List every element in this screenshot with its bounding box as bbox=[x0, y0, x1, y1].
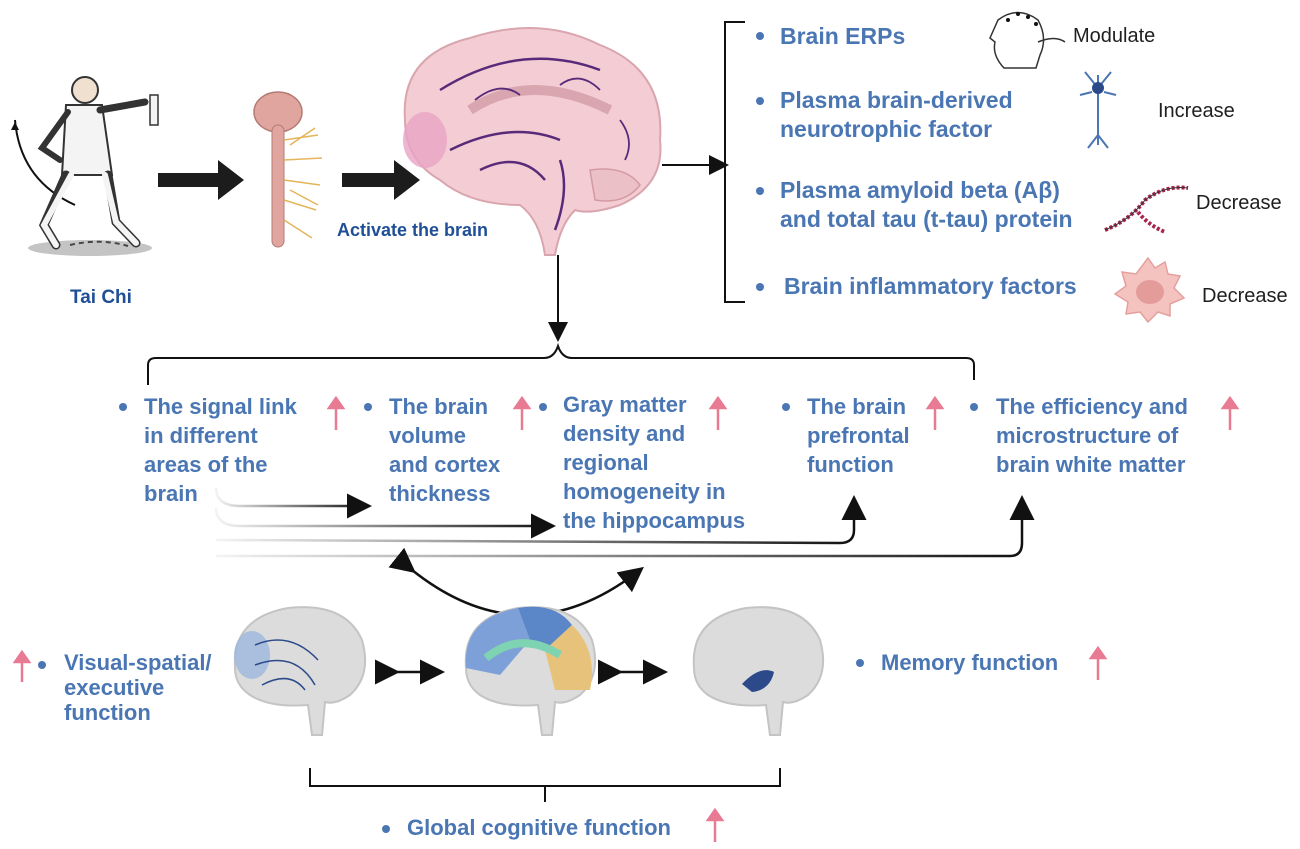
spinal-cord-icon bbox=[253, 91, 323, 248]
brain-sagittal-icon bbox=[403, 27, 662, 256]
eeg-head-icon bbox=[989, 11, 1066, 69]
effect-amyloid-tau: Plasma amyloid beta (Aβ) and total tau (… bbox=[780, 177, 1073, 232]
brain-lobes-icon bbox=[464, 606, 596, 736]
effect-label-modulate: Modulate bbox=[1073, 25, 1156, 47]
increase-arrows bbox=[12, 395, 1240, 842]
bullet bbox=[856, 659, 864, 667]
global-bracket bbox=[309, 768, 781, 802]
tai-chi-figure-icon bbox=[11, 76, 159, 256]
bullet bbox=[970, 403, 978, 411]
bullet bbox=[539, 403, 547, 411]
bullet bbox=[782, 403, 790, 411]
arrow-icon bbox=[158, 160, 244, 200]
tau-protein-icon bbox=[1104, 185, 1189, 234]
bullet bbox=[756, 97, 764, 105]
effect-label-decrease: Decrease bbox=[1202, 285, 1288, 307]
change-white-matter: The efficiency and microstructure of bra… bbox=[996, 394, 1188, 477]
effect-label-increase: Increase bbox=[1158, 100, 1235, 122]
tai-chi-label: Tai Chi bbox=[70, 287, 132, 308]
bullet bbox=[119, 403, 127, 411]
arrow-icon bbox=[342, 160, 420, 200]
inflammatory-cell-icon bbox=[1113, 256, 1186, 324]
effect-inflammatory: Brain inflammatory factors bbox=[784, 273, 1077, 299]
effect-bdnf: Plasma brain-derived neurotrophic factor bbox=[780, 87, 1013, 142]
change-prefrontal: The brain prefrontal function bbox=[807, 394, 910, 477]
effects-bracket bbox=[724, 21, 745, 303]
bullet bbox=[364, 403, 372, 411]
visual-spatial-function: Visual-spatial/ executive function bbox=[64, 650, 212, 725]
bullet bbox=[756, 187, 764, 195]
effect-label-decrease: Decrease bbox=[1196, 192, 1282, 214]
changes-brace bbox=[147, 342, 975, 385]
bullet bbox=[756, 283, 764, 291]
change-gray-matter: Gray matter density and regional homogen… bbox=[563, 392, 746, 533]
bullet bbox=[382, 825, 390, 833]
activate-label: Activate the brain bbox=[337, 220, 489, 240]
change-signal-link: The signal link in different areas of th… bbox=[144, 394, 297, 506]
bullet bbox=[38, 661, 46, 669]
global-cognitive-function: Global cognitive function bbox=[407, 815, 671, 840]
neuron-icon bbox=[1079, 71, 1117, 149]
effect-brain-erps: Brain ERPs bbox=[780, 23, 906, 49]
change-brain-volume: The brain volume and cortex thickness bbox=[389, 394, 501, 506]
memory-function: Memory function bbox=[881, 650, 1059, 675]
bullet bbox=[756, 32, 764, 40]
brain-visual-spatial-icon bbox=[233, 606, 366, 736]
brain-hippocampus-icon bbox=[692, 606, 824, 736]
